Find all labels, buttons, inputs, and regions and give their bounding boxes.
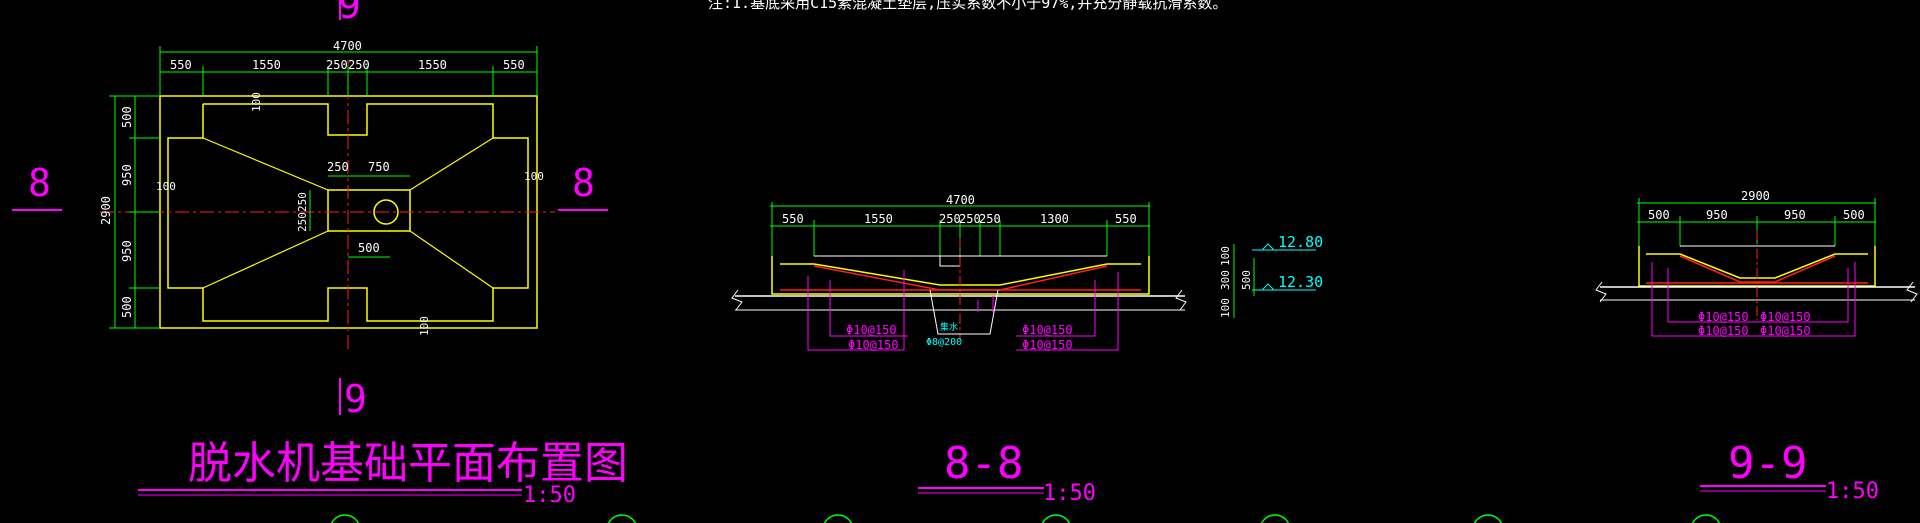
- sec8-dim: 250: [939, 212, 961, 226]
- section-mark-9-top: 9: [338, 0, 361, 27]
- grid-bubble: [607, 514, 637, 523]
- plan-left-dim: 950: [120, 164, 134, 186]
- plan-left-dim: 500: [120, 106, 134, 128]
- sec8-scale: 1:50: [1043, 481, 1096, 506]
- plan-pit-left-dim: 250: [296, 212, 309, 232]
- sec8-title: 8-8: [944, 438, 1023, 489]
- section-9-9: 2900 500 950 950 500 Φ10@150 Φ10@150 Φ10…: [1595, 189, 1918, 504]
- sec9-dim: 950: [1784, 208, 1806, 222]
- sec9-rebar-label: Φ10@150: [1698, 324, 1749, 338]
- sec8-elev-symbol-bottom: [1261, 283, 1275, 291]
- sec8-slope-top: [780, 263, 1141, 286]
- sec8-elev-symbol-top: [1261, 243, 1275, 251]
- sec9-rebar-leaders: [1651, 262, 1856, 337]
- plan-slope-line: [202, 137, 329, 191]
- sec9-break-left: [1595, 281, 1607, 303]
- grid-bubble: [823, 514, 853, 523]
- plan-view: 9 9 8 8 4700 550 155: [12, 0, 628, 508]
- sec8-right-dim: 500: [1240, 270, 1253, 290]
- section-mark-8-left: 8: [28, 161, 51, 205]
- sec8-dim-ticks: [771, 202, 1150, 256]
- plan-top-dim: 550: [503, 58, 525, 72]
- plan-top-dim-ticks: [159, 46, 538, 96]
- grid-bubble: [1041, 514, 1071, 523]
- sec8-sump: [929, 289, 999, 335]
- sec8-rebar-leaders: [807, 270, 1119, 351]
- plan-side-dim-right: 100: [524, 170, 544, 183]
- sec9-scale: 1:50: [1826, 479, 1879, 504]
- sec8-right-dim: 100: [1219, 298, 1232, 318]
- plan-pit-dim: 750: [368, 160, 390, 174]
- plan-notch-dim: 100: [250, 92, 263, 112]
- sec8-break-right: [1175, 289, 1187, 311]
- sec8-dim: 1300: [1040, 212, 1069, 226]
- sec9-dim-ticks: [1638, 198, 1876, 246]
- top-note: 注:1.基底采用C15素混凝土垫层,压实系数不小于97%,并充分静载抗滑系数。: [708, 0, 1227, 12]
- plan-left-dim: 950: [120, 240, 134, 262]
- plan-left-dim-ticks: [109, 95, 160, 329]
- plan-pit-left-dim: 250: [296, 192, 309, 212]
- sec8-break-left: [731, 289, 743, 311]
- sec8-slab-outline: [771, 256, 1150, 295]
- plan-overall-height: 2900: [99, 196, 113, 225]
- sec8-right-dim: 300: [1219, 270, 1232, 290]
- section-mark-9-bottom: 9: [344, 377, 367, 421]
- plan-sump-pit: [327, 189, 411, 232]
- plan-pit-dim: 250: [327, 160, 349, 174]
- sec8-rebar-label-left: Φ10@150: [848, 338, 899, 352]
- grid-bubbles: [330, 514, 1721, 523]
- grid-bubble: [1260, 514, 1290, 523]
- section-8-8: 4700 550 1550 250 250 250 1300 550: [731, 193, 1323, 506]
- sec9-dim: 500: [1843, 208, 1865, 222]
- plan-slope-line: [409, 230, 494, 289]
- sec9-rebar-label: Φ10@150: [1760, 310, 1811, 324]
- plan-inner-outline: [167, 103, 529, 322]
- sec8-pit-label: 集水: [940, 321, 958, 333]
- sec8-pipe-label: Φ8@200: [926, 337, 962, 348]
- grid-bubble: [1691, 514, 1721, 523]
- sec9-dim: 500: [1648, 208, 1670, 222]
- plan-top-dim: 550: [170, 58, 192, 72]
- sec8-overall: 4700: [946, 193, 975, 207]
- plan-top-dim: 250: [326, 58, 348, 72]
- plan-scale: 1:50: [523, 483, 576, 508]
- sec9-dim: 950: [1706, 208, 1728, 222]
- plan-title: 脱水机基础平面布置图: [188, 438, 628, 489]
- sec8-rebar-label-right: Φ10@150: [1022, 323, 1073, 337]
- sec8-dim: 550: [1115, 212, 1137, 226]
- sec8-dim: 550: [782, 212, 804, 226]
- sec9-break-right: [1906, 281, 1918, 303]
- sec8-dim: 250: [979, 212, 1001, 226]
- sec8-dim: 250: [959, 212, 981, 226]
- plan-bottom-notch-dim: 100: [418, 316, 431, 336]
- sec8-rebar-label-right: Φ10@150: [1022, 338, 1073, 352]
- sec9-rebar-label: Φ10@150: [1760, 324, 1811, 338]
- sec8-elevation-bottom: 12.30: [1278, 273, 1323, 291]
- sec8-right-dim: 100: [1219, 246, 1232, 266]
- sec9-slab-outline: [1638, 246, 1876, 287]
- sec9-rebar-label: Φ10@150: [1698, 310, 1749, 324]
- sec8-dim: 1550: [864, 212, 893, 226]
- sec9-title: 9-9: [1728, 438, 1807, 489]
- grid-bubble: [1473, 514, 1503, 523]
- plan-top-dim: 1550: [252, 58, 281, 72]
- plan-slope-line: [409, 137, 494, 191]
- plan-overall-width: 4700: [333, 39, 362, 53]
- plan-slope-line: [202, 230, 329, 289]
- plan-side-dim-left: 100: [156, 180, 176, 193]
- sec8-rebar-label-left: Φ10@150: [846, 323, 897, 337]
- grid-bubble: [330, 514, 360, 523]
- plan-top-dim: 250: [348, 58, 370, 72]
- sec8-elevation-top: 12.80: [1278, 233, 1323, 251]
- plan-top-dim: 1550: [418, 58, 447, 72]
- plan-drain-hole: [373, 199, 399, 225]
- plan-pit-bottom-dim: 500: [358, 241, 380, 255]
- plan-left-dim: 500: [120, 296, 134, 318]
- sec9-overall: 2900: [1741, 189, 1770, 203]
- section-mark-8-right: 8: [572, 161, 595, 205]
